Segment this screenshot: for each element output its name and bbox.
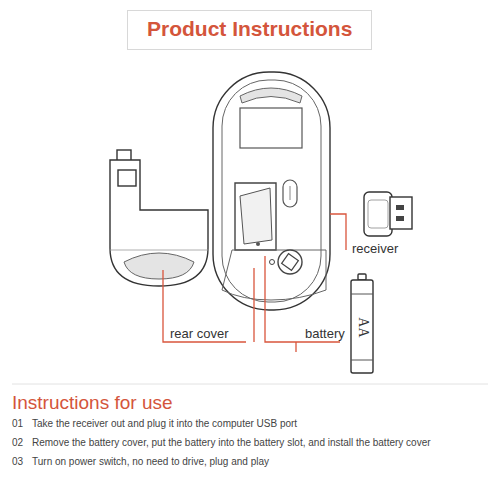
separator-line: [12, 384, 488, 385]
battery-drawing: [351, 274, 373, 373]
receiver-drawing: [364, 192, 412, 236]
title-text: Product Instructions: [147, 16, 352, 41]
step-text: Remove the battery cover, put the batter…: [32, 437, 431, 449]
part-label: rear cover: [170, 326, 229, 342]
part-label: receiver: [352, 241, 398, 257]
step-number: 03: [12, 456, 23, 468]
leader-lines: [163, 214, 346, 352]
step-text: Take the receiver out and plug it into t…: [32, 418, 297, 430]
step-number: 02: [12, 437, 23, 449]
part-label: battery: [305, 326, 345, 342]
battery-marking: AA: [354, 317, 371, 337]
mouse-body-drawing: [213, 72, 330, 310]
step-text: Turn on power switch, no need to drive, …: [32, 456, 269, 468]
section-heading: Instructions for use: [12, 392, 173, 415]
rear-cover-drawing: [110, 150, 208, 286]
step-number: 01: [12, 418, 23, 430]
